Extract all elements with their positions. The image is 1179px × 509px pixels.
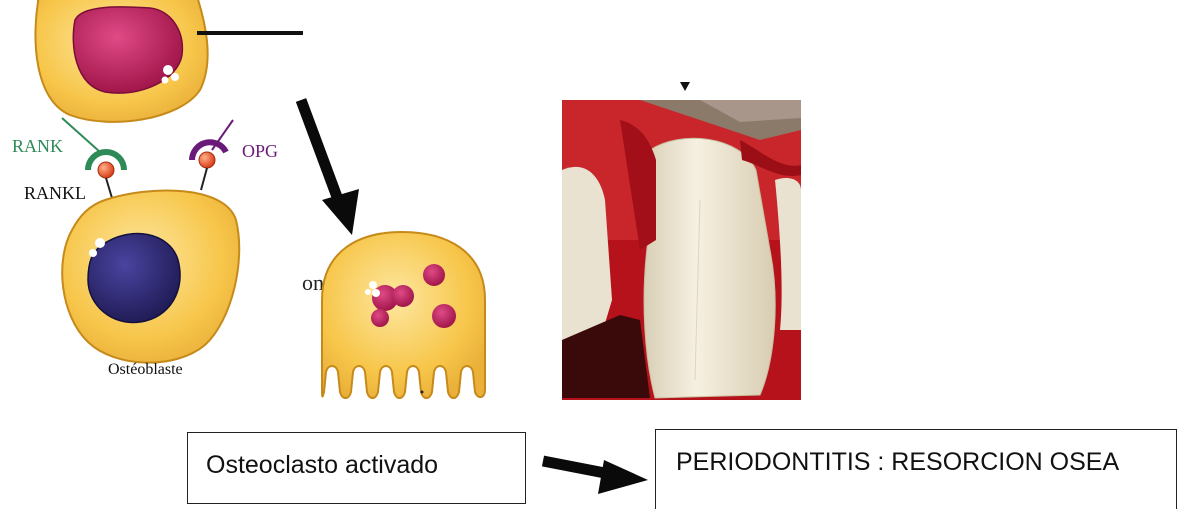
partial-text: on [302,270,324,295]
osteoblast-cell [62,190,239,362]
periodontitis-box: PERIODONTITIS : RESORCION OSEA [655,429,1177,509]
opg-decoy [192,120,233,190]
opg-label: OPG [242,141,278,161]
osteoblast-label: Ostéoblaste [108,361,183,378]
periodontitis-label: PERIODONTITIS : RESORCION OSEA [676,448,1119,477]
rank-label: RANK [12,136,63,156]
arrow-to-osteoclast [301,100,359,235]
rankl-label: RANKL [24,183,86,203]
rankl-ligand [98,162,114,178]
osteoclast-activated-box: Osteoclasto activado [187,432,526,504]
osteoclast-activated-label: Osteoclasto activado [206,451,438,480]
clinical-photo [562,100,801,400]
photo-marker-icon [680,82,690,91]
arrow-to-periodontitis [543,460,648,494]
precursor-cell [35,0,207,122]
osteoclast-cell [322,232,485,398]
